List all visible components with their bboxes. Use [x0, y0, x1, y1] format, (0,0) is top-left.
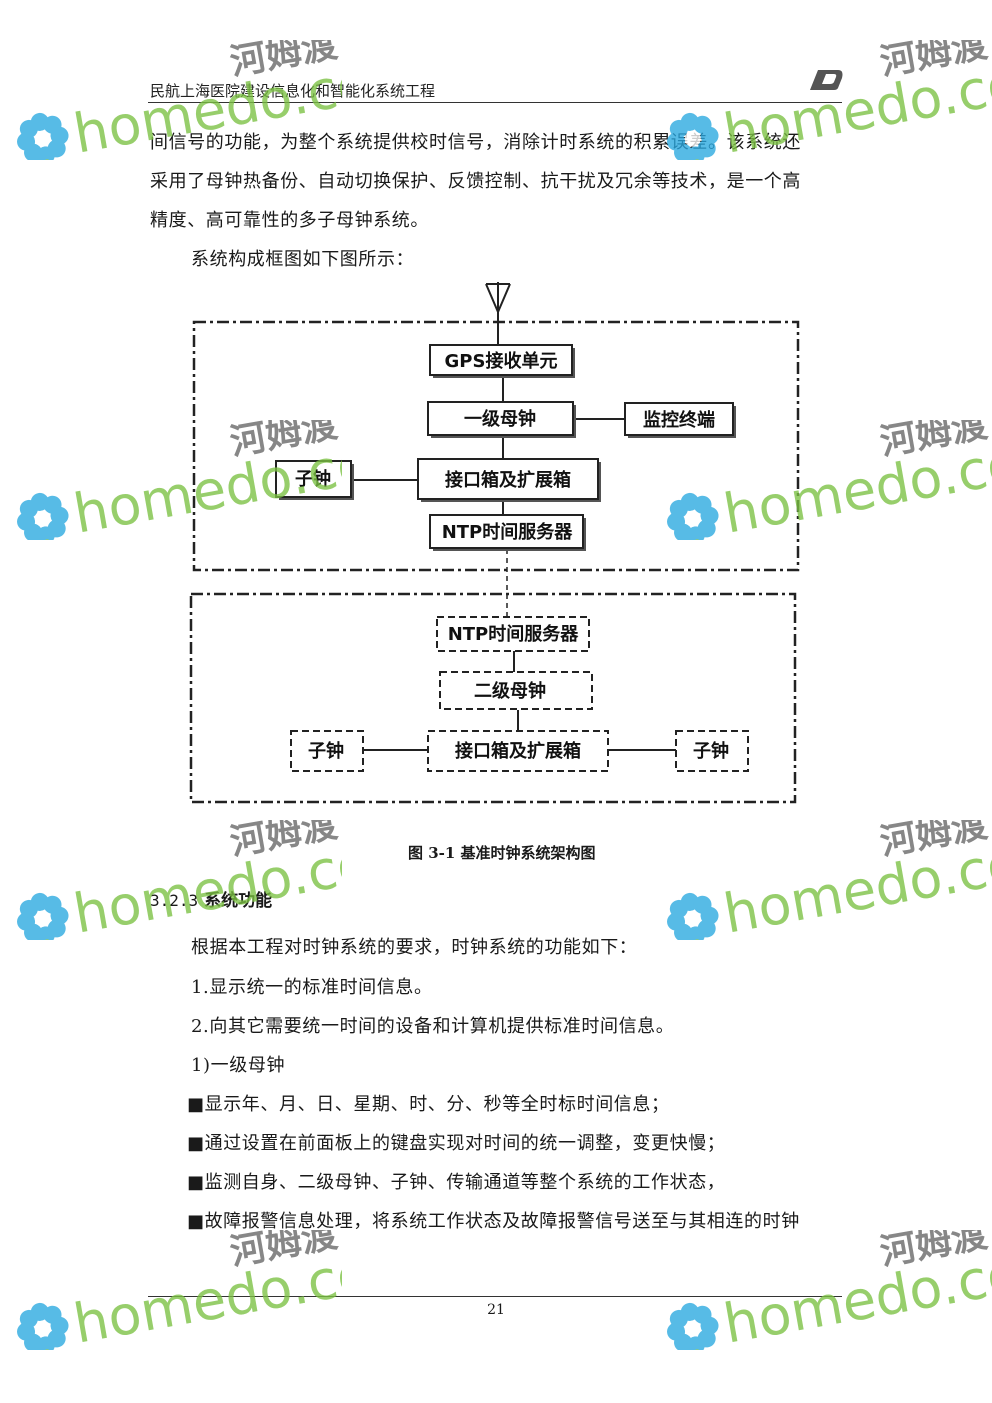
- section-title: 系统功能: [204, 891, 273, 911]
- gps-receiver-box: GPS接收单元: [429, 344, 575, 378]
- watermark-brand-text: homedo.com: [719, 1232, 992, 1350]
- watermark-cn-text: 河姆渡: [227, 1230, 340, 1274]
- ntp-server-box-bottom: NTP时间服务器: [436, 616, 590, 652]
- sub-clock-box-right: 子钟: [675, 730, 749, 772]
- antenna-icon: [485, 282, 511, 344]
- figure-caption: 图 3-1 基准时钟系统架构图: [408, 844, 596, 862]
- sub-clock-box-left: 子钟: [290, 730, 364, 772]
- flower-logo-icon: [17, 892, 69, 940]
- secondary-master-clock-label: 二级母钟: [474, 680, 546, 702]
- header-rule: [148, 102, 842, 103]
- interface-label-top: 接口箱及扩展箱: [445, 469, 571, 491]
- watermark-brand-text: homedo.com: [719, 822, 992, 940]
- bullet-item: ■故障报警信息处理，将系统工作状态及故障报警信号送至与其相连的时钟: [187, 1211, 800, 1232]
- gps-receiver-label: GPS接收单元: [445, 350, 558, 372]
- running-header: 民航上海医院建设信息化和智能化系统工程: [150, 82, 436, 100]
- bullet-item: ■显示年、月、日、星期、时、分、秒等全时标时间信息；: [187, 1094, 670, 1115]
- section-number: 3.2.3: [150, 891, 199, 910]
- watermark-cn-text: 河姆渡: [877, 1230, 990, 1274]
- sub-clock-label-right: 子钟: [693, 740, 729, 762]
- flower-logo-icon: [667, 892, 719, 940]
- list-item: 1.显示统一的标准时间信息。: [191, 977, 433, 998]
- paragraph-line: 间信号的功能，为整个系统提供校时信号，消除计时系统的积累误差。该系统还: [150, 132, 801, 153]
- watermark-brand-text: homedo.com: [69, 822, 342, 940]
- diagram-intro: 系统构成框图如下图所示：: [191, 249, 415, 270]
- sub-clock-label-left: 子钟: [308, 740, 344, 762]
- paragraph-line: 采用了母钟热备份、自动切换保护、反馈控制、抗干扰及冗余等技术，是一个高: [150, 171, 801, 192]
- publisher-logo-icon: [810, 70, 843, 90]
- bullet-item: ■监测自身、二级母钟、子钟、传输通道等整个系统的工作状态，: [187, 1172, 726, 1193]
- interface-box-top: 接口箱及扩展箱: [417, 458, 601, 502]
- ntp-server-label-bottom: NTP时间服务器: [448, 623, 580, 645]
- section-heading: 3.2.3 系统功能: [150, 886, 272, 911]
- list-item: 2.向其它需要统一时间的设备和计算机提供标准时间信息。: [191, 1016, 675, 1037]
- sub-clock-box-top: 子钟: [275, 460, 354, 500]
- secondary-system-frame: [189, 592, 797, 804]
- list-item: 1)一级母钟: [191, 1055, 286, 1076]
- secondary-master-clock-box: 二级母钟: [439, 671, 593, 710]
- paragraph-line: 精度、高可靠性的多子母钟系统。: [150, 210, 429, 231]
- page-number: 21: [487, 1302, 505, 1318]
- interface-box-bottom: 接口箱及扩展箱: [427, 730, 609, 772]
- paragraph-line: 根据本工程对时钟系统的要求，时钟系统的功能如下：: [191, 937, 638, 958]
- footer-rule: [148, 1296, 842, 1297]
- interface-label-bottom: 接口箱及扩展箱: [455, 740, 581, 762]
- primary-system-frame: [192, 320, 800, 572]
- primary-master-clock-label: 一级母钟: [464, 408, 536, 430]
- sub-clock-label-top: 子钟: [295, 468, 331, 490]
- monitor-terminal-box: 监控终端: [624, 402, 736, 438]
- monitor-terminal-label: 监控终端: [643, 409, 715, 431]
- clock-system-diagram: GPS接收单元 一级母钟 监控终端 子钟 接口箱及扩展箱 NTP时间服务器 NT…: [189, 282, 800, 804]
- ntp-server-label-top: NTP时间服务器: [442, 521, 574, 543]
- bullet-item: ■通过设置在前面板上的键盘实现对时间的统一调整，变更快慢；: [187, 1133, 726, 1154]
- primary-master-clock-box: 一级母钟: [427, 401, 576, 438]
- watermark-brand-text: homedo.com: [69, 1232, 342, 1350]
- ntp-server-box-top: NTP时间服务器: [429, 514, 586, 551]
